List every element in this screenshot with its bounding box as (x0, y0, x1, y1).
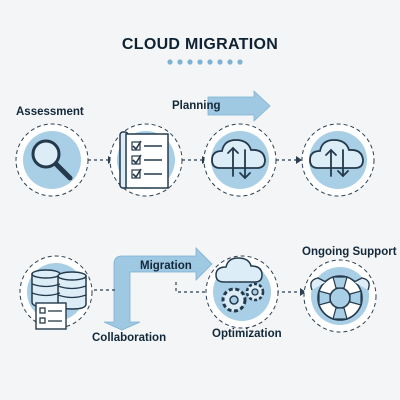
diagram-title: CLOUD MIGRATION (121, 36, 279, 53)
cloud-sync-stage (301, 123, 375, 197)
database-checklist-icon (31, 269, 87, 330)
migration-arrow (103, 247, 213, 331)
assessment-stage (15, 123, 89, 197)
ongoing-support-label: Ongoing Support (302, 246, 397, 258)
title-dots (167, 59, 243, 65)
migration-label: Migration (140, 260, 192, 272)
cloud-upload-download-icon (211, 139, 266, 180)
support-stage (303, 259, 377, 333)
cloud-sync-icon (309, 139, 364, 178)
lifebuoy-icon (310, 275, 370, 321)
assessment-label: Assessment (16, 106, 84, 118)
database-stage (19, 255, 93, 330)
row2-connectors (88, 282, 300, 293)
checklist-document-icon (119, 131, 169, 189)
cloud-transfer-stage (203, 123, 277, 197)
collaboration-label: Collaboration (92, 332, 167, 344)
optimization-stage (205, 255, 279, 329)
optimization-label: Optimization (212, 328, 282, 340)
planning-stage (109, 123, 183, 197)
gears-cloud-icon (215, 257, 265, 313)
magnifier-icon (31, 139, 73, 181)
planning-label: Planning (172, 100, 221, 112)
planning-arrow (207, 90, 271, 122)
